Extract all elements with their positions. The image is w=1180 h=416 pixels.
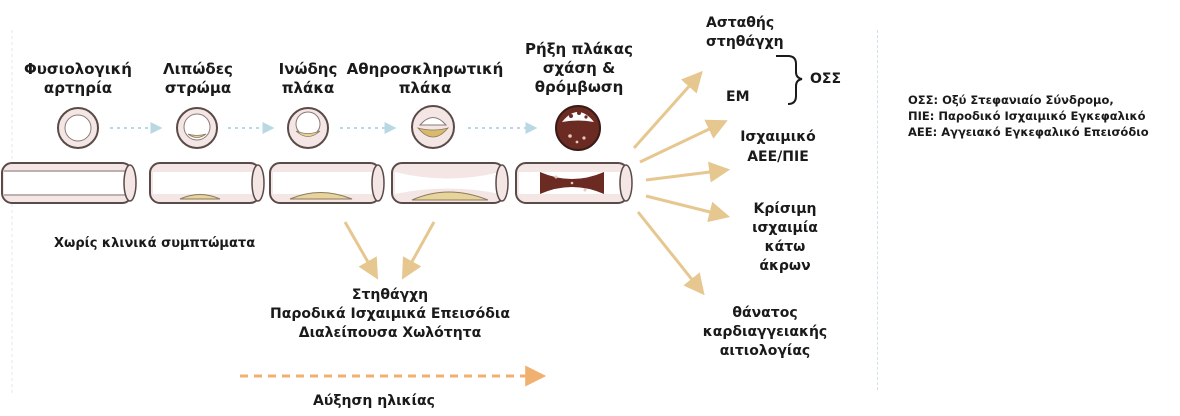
critical-limb-ischemia-label: Κρίσιμη ισχαιμία κάτω άκρων bbox=[738, 200, 832, 276]
stage-title-normal-artery: Φυσιολογική αρτηρία bbox=[22, 60, 134, 98]
unstable-angina-label: Ασταθής στηθάγχη bbox=[706, 14, 786, 52]
stage-title-fatty-streak: Λιπώδες στρώμα bbox=[152, 60, 244, 98]
cross-section-fibrous-plaque bbox=[288, 108, 328, 148]
arrows-to-acute-outcomes bbox=[634, 74, 726, 292]
no-symptoms-label: Χωρίς κλινικά συμπτώματα bbox=[54, 234, 255, 254]
cross-section-plaque-rupture bbox=[556, 106, 600, 150]
legend-line-tia: ΠΙΕ: Παροδικό Ισχαιμικό Εγκεφαλικό bbox=[908, 108, 1149, 124]
mi-label: ΕΜ bbox=[726, 87, 750, 107]
cross-section-atherosclerotic-plaque bbox=[412, 106, 454, 148]
age-label: Αύξηση ηλικίας bbox=[313, 391, 435, 411]
vessel-segment-atherosclerotic-plaque bbox=[392, 163, 508, 203]
arrows-to-chronic-outcomes bbox=[345, 222, 434, 276]
legend-line-acs: ΟΣΣ: Οξύ Στεφανιαίο Σύνδρομο, bbox=[908, 92, 1149, 108]
vessel-segment-fibrous-plaque bbox=[270, 163, 384, 203]
cross-section-fatty-streak bbox=[177, 108, 217, 148]
vessel-segment-fatty-streak bbox=[150, 163, 264, 203]
stage-title-atherosclerotic-plaque: Αθηροσκληρωτική πλάκα bbox=[340, 60, 510, 98]
stage-title-plaque-rupture: Ρήξη πλάκας σχάση & θρόμβωση bbox=[520, 40, 638, 97]
legend-line-stroke: ΑΕΕ: Αγγειακό Εγκεφαλικό Επεισόδιο bbox=[908, 124, 1149, 140]
acs-bracket bbox=[788, 56, 802, 104]
cv-death-label: θάνατος καρδιαγγειακής αιτιολογίας bbox=[700, 304, 830, 361]
divider-line bbox=[877, 30, 878, 390]
ischemic-stroke-label: Ισχαιμικό ΑΕΕ/ΠΙΕ bbox=[732, 127, 824, 167]
chronic-outcomes-label: Στηθάγχη Παροδικά Ισχαιμικά Επεισόδια Δι… bbox=[240, 286, 540, 343]
cross-section-normal bbox=[58, 108, 98, 148]
acs-label: ΟΣΣ bbox=[810, 69, 841, 89]
vessel-segment-plaque-rupture bbox=[516, 163, 632, 203]
abbreviation-legend: ΟΣΣ: Οξύ Στεφανιαίο Σύνδρομο, ΠΙΕ: Παροδ… bbox=[908, 92, 1149, 140]
stage-title-fibrous-plaque: Ινώδης πλάκα bbox=[268, 60, 348, 98]
vessel-segment-normal bbox=[2, 163, 136, 203]
